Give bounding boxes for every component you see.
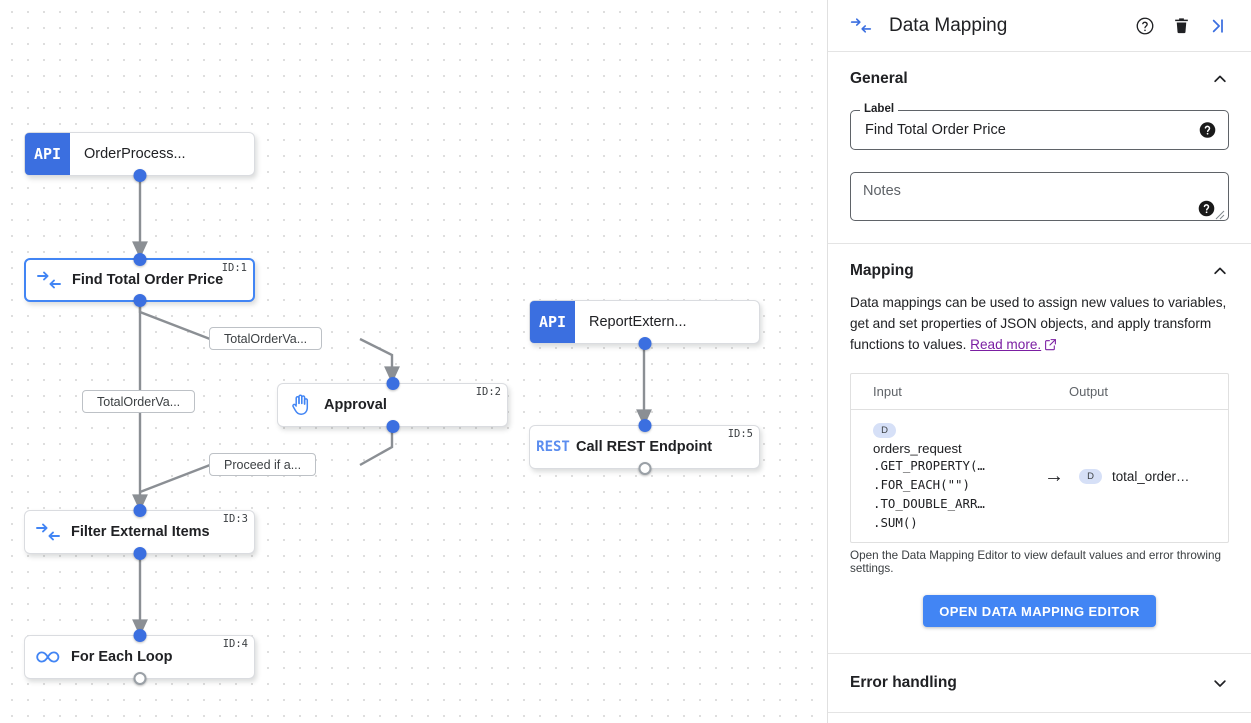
section-error-handling-header[interactable]: Error handling [828, 654, 1251, 712]
mapping-table: Input Output D orders_request .GET_PROPE… [850, 373, 1229, 543]
node-label: ReportExtern... [589, 314, 687, 330]
datatype-badge: D [1079, 468, 1102, 484]
workflow-node-orderprocess[interactable]: API OrderProcess... [24, 132, 255, 182]
edge-label[interactable]: Proceed if a... [209, 453, 317, 476]
workflow-node-approval[interactable]: Approval ID:2 [277, 377, 508, 433]
column-header-input: Input [873, 384, 902, 399]
input-transform-chain: .GET_PROPERTY(… .FOR_EACH("") .TO_DOUBLE… [873, 456, 1029, 532]
node-output-port[interactable] [638, 462, 651, 475]
workflow-node-find-total-order-price[interactable]: Find Total Order Price ID:1 [24, 253, 255, 307]
help-icon[interactable] [1199, 122, 1216, 139]
section-title: Mapping [850, 262, 914, 279]
node-output-port[interactable] [386, 420, 399, 433]
node-label: Approval [324, 397, 387, 413]
chevron-up-icon[interactable] [1211, 262, 1229, 280]
page-title: Data Mapping [889, 14, 1008, 36]
node-input-port[interactable] [133, 253, 146, 266]
chevron-down-icon[interactable] [1211, 674, 1229, 692]
section-error-handling: Error handling [828, 654, 1251, 713]
node-label: Find Total Order Price [72, 272, 224, 288]
loop-infinity-icon [25, 649, 71, 665]
node-output-port[interactable] [133, 169, 146, 182]
notes-placeholder: Notes [863, 183, 901, 199]
node-input-port[interactable] [133, 504, 146, 517]
data-mapping-icon [26, 271, 72, 289]
edge-label[interactable]: TotalOrderVa... [82, 390, 196, 413]
edge-layer [132, 178, 652, 637]
node-input-port[interactable] [638, 419, 651, 432]
transform-step: .TO_DOUBLE_ARR… [873, 496, 985, 511]
workflow-canvas[interactable]: API OrderProcess... Find Total Order Pri… [0, 0, 828, 723]
section-general: General Label [828, 52, 1251, 244]
mapping-output-cell[interactable]: D total_order… [1079, 468, 1190, 484]
node-id-label: ID:1 [221, 262, 247, 274]
notes-field[interactable]: Notes [850, 172, 1229, 221]
data-mapping-icon [850, 15, 872, 37]
node-label: Filter External Items [71, 524, 210, 540]
node-id-label: ID:5 [727, 428, 753, 440]
node-label: For Each Loop [71, 649, 173, 665]
label-input[interactable] [863, 121, 1188, 139]
hand-approval-icon [278, 394, 324, 416]
mapping-hint-text: Open the Data Mapping Editor to view def… [850, 549, 1221, 575]
trash-icon[interactable] [1169, 14, 1193, 38]
node-output-port[interactable] [133, 547, 146, 560]
node-id-label: ID:2 [475, 386, 501, 398]
node-output-port[interactable] [133, 294, 146, 307]
api-badge-icon: API [25, 133, 70, 175]
properties-panel: Data Mapping [828, 0, 1251, 723]
external-link-icon[interactable] [1044, 336, 1057, 357]
mapping-actions: OPEN DATA MAPPING EDITOR [828, 575, 1251, 653]
mapping-table-header: Input Output [851, 374, 1228, 410]
workflow-node-for-each-loop[interactable]: For Each Loop ID:4 [24, 629, 255, 685]
node-id-label: ID:4 [222, 638, 248, 650]
collapse-panel-icon[interactable] [1205, 14, 1229, 38]
label-field[interactable]: Label [850, 103, 1229, 150]
workflow-node-reportextern[interactable]: API ReportExtern... [529, 300, 760, 350]
node-label: OrderProcess... [84, 146, 186, 162]
api-badge-icon: API [530, 301, 575, 343]
mapping-table-row[interactable]: D orders_request .GET_PROPERTY(… .FOR_EA… [851, 410, 1228, 542]
node-id-label: ID:3 [222, 513, 248, 525]
workflow-node-call-rest-endpoint[interactable]: REST Call REST Endpoint ID:5 [529, 419, 760, 475]
section-title: Error handling [850, 674, 957, 691]
mapping-arrow-icon: → [1044, 464, 1064, 487]
input-variable-name: orders_request [873, 441, 962, 456]
label-field-legend: Label [860, 103, 899, 115]
chevron-up-icon[interactable] [1211, 70, 1229, 88]
data-mapping-icon [25, 523, 71, 541]
help-icon[interactable] [1198, 200, 1215, 217]
section-general-body: Label Notes [828, 103, 1251, 243]
transform-step: .SUM() [873, 515, 918, 530]
section-mapping: Mapping Data mappings can be used to ass… [828, 244, 1251, 654]
rest-badge-icon: REST [536, 439, 570, 455]
section-mapping-header[interactable]: Mapping [828, 244, 1251, 290]
transform-step: .FOR_EACH("") [873, 477, 970, 492]
open-data-mapping-editor-button[interactable]: OPEN DATA MAPPING EDITOR [923, 595, 1156, 627]
column-header-output: Output [1069, 384, 1109, 399]
resize-handle[interactable] [1215, 207, 1225, 220]
mapping-description-text: Data mappings can be used to assign new … [850, 295, 1227, 352]
output-variable-name: total_order… [1112, 468, 1190, 484]
panel-header: Data Mapping [828, 0, 1251, 52]
help-circle-icon[interactable] [1133, 14, 1157, 38]
section-title: General [850, 70, 908, 87]
node-input-port[interactable] [133, 629, 146, 642]
node-label: Call REST Endpoint [576, 439, 713, 455]
mapping-description: Data mappings can be used to assign new … [828, 290, 1251, 357]
workflow-node-filter-external-items[interactable]: Filter External Items ID:3 [24, 504, 255, 560]
edge-label[interactable]: TotalOrderVa... [209, 327, 323, 350]
mapping-input-cell[interactable]: D orders_request .GET_PROPERTY(… .FOR_EA… [851, 420, 1029, 532]
read-more-link[interactable]: Read more. [970, 337, 1042, 352]
transform-step: .GET_PROPERTY(… [873, 458, 985, 473]
section-general-header[interactable]: General [828, 52, 1251, 98]
node-output-port[interactable] [133, 672, 146, 685]
datatype-badge: D [873, 423, 896, 438]
node-output-port[interactable] [638, 337, 651, 350]
node-input-port[interactable] [386, 377, 399, 390]
